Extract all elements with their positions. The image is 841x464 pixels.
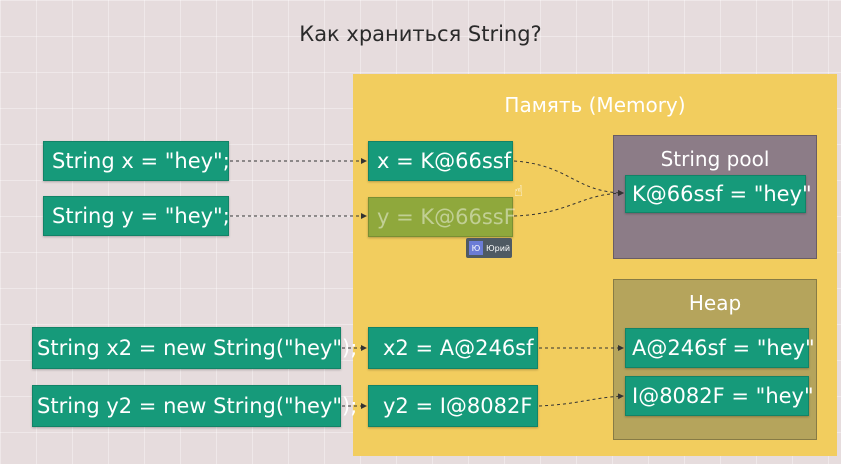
heap-entry-a: A@246sf = "hey" (625, 328, 815, 368)
user-avatar: Ю (469, 241, 483, 255)
user-badge: Ю Юрий (466, 238, 512, 258)
code-line-y: String y = "hey"; (43, 196, 230, 236)
hand-cursor-icon: ☝ (514, 182, 524, 200)
memory-title: Память (Memory) (504, 93, 686, 117)
ref-y2: y2 = I@8082F (368, 385, 538, 427)
string-pool-title: String pool (660, 147, 770, 171)
ref-y: y = K@66ssF (368, 197, 516, 237)
string-pool-entry: K@66ssf = "hey" (625, 175, 812, 213)
arrow-refy-to-pool (513, 190, 624, 217)
user-name: Юрий (486, 243, 511, 253)
heap-title: Heap (688, 291, 742, 315)
arrow-refy2-to-heap (538, 393, 624, 407)
ref-x2: x2 = A@246sf (368, 327, 538, 369)
ref-x: x = K@66ssf (368, 141, 513, 181)
arrow-refx-to-pool (513, 160, 624, 196)
code-line-x2: String x2 = new String("hey"); (32, 327, 357, 369)
code-line-y2: String y2 = new String("hey"); (32, 385, 357, 427)
heap-entry-i: I@8082F = "hey" (625, 376, 814, 416)
code-line-x: String x = "hey"; (43, 141, 230, 181)
diagram-title: Как храниться String? (299, 22, 542, 46)
